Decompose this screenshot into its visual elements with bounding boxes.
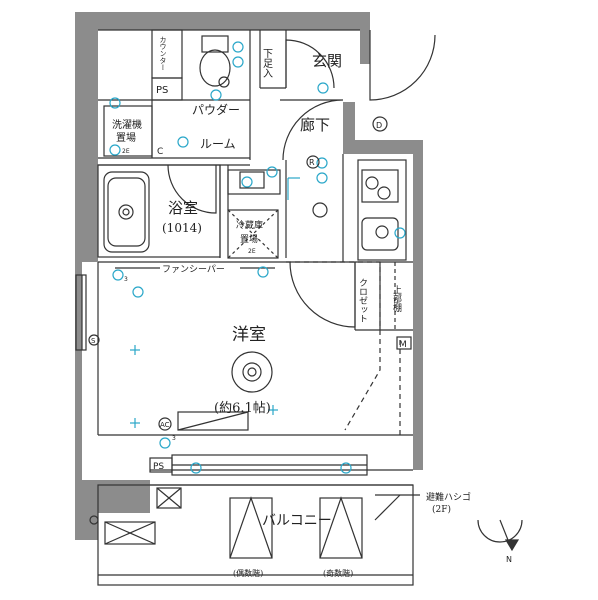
right-wall-side [413, 140, 423, 470]
balcony-label: バルコニー [262, 513, 332, 529]
right-wall-upper [353, 140, 423, 154]
compass-icon [477, 519, 523, 552]
labels: 玄関 下足入 廊下 パウダー ルーム カウンター PS 洗濯機 置場 浴室 (1… [91, 36, 512, 578]
ps-top-label: PS [156, 85, 168, 96]
inner-wall-entrance [343, 102, 355, 154]
r-mark: R [309, 158, 315, 167]
ps-bottom-label: PS [153, 462, 164, 472]
walls [75, 12, 423, 540]
compass-n: N [506, 555, 512, 564]
left-wall [75, 12, 98, 520]
toilet [199, 35, 231, 87]
shoe-box-label: 下足入 [261, 48, 273, 78]
corridor-label: 廊下 [300, 116, 330, 134]
washer-box [103, 105, 153, 157]
bath-door [167, 164, 217, 214]
c-mark: C [157, 147, 163, 157]
bath-label: 浴室 [168, 199, 198, 217]
western-size-label: (約6.1帖) [214, 401, 271, 416]
powder-label-2: ルーム [200, 137, 236, 151]
even-floor-label: (偶数階) [233, 568, 263, 578]
counter-box [151, 29, 183, 79]
bath-size-label: (1014) [162, 221, 202, 235]
powder-door [280, 99, 344, 161]
left-window [75, 274, 87, 351]
small-2e-fridge: 2E [248, 248, 256, 255]
closet-label: クロゼット [357, 278, 368, 323]
top-wall-stub [360, 12, 370, 64]
shoebox-door [285, 39, 335, 89]
m-mark: M [399, 340, 407, 350]
counter-label: カウンター [159, 36, 167, 71]
escape-ladder-label: 避難ハシゴ [426, 491, 471, 503]
fixtures [88, 76, 412, 525]
escape-floor-label: (2F) [432, 504, 451, 515]
western-door [289, 261, 356, 328]
ac-mark: AC [160, 421, 170, 429]
fridge-label-2: 置場 [240, 233, 258, 245]
balcony [97, 484, 414, 586]
entrance-door [369, 30, 436, 101]
upper-shelf-label: 上部棚 [391, 285, 402, 313]
ac-unit [177, 411, 249, 431]
vent-left [156, 487, 182, 509]
bathtub [103, 171, 150, 253]
washer-label-2: 置場 [116, 131, 136, 144]
vent-box [104, 521, 156, 545]
small-3-western: 3 [124, 276, 128, 283]
s-mark: S [91, 337, 96, 345]
fridge-box [227, 209, 279, 259]
fridge-label-1: 冷蔵庫 [236, 219, 263, 231]
ceiling-light-icon [231, 351, 273, 393]
left-bottom-wall [75, 480, 150, 540]
small-2e-washer: 2E [122, 148, 130, 155]
d-mark: D [376, 121, 382, 130]
powder-label-1: パウダー [192, 102, 240, 117]
fan-label: ファンシーパー [162, 264, 225, 275]
washer-label-1: 洗濯機 [112, 118, 142, 131]
top-wall-left [75, 12, 370, 30]
structure-lines [75, 29, 436, 586]
electrical-symbols [109, 41, 406, 474]
odd-floor-label: (奇数階) [323, 568, 353, 578]
small-3-ac: 3 [172, 435, 176, 442]
entrance-label: 玄関 [312, 52, 342, 70]
western-label: 洋室 [232, 325, 266, 345]
kitchen-counter [357, 159, 407, 261]
